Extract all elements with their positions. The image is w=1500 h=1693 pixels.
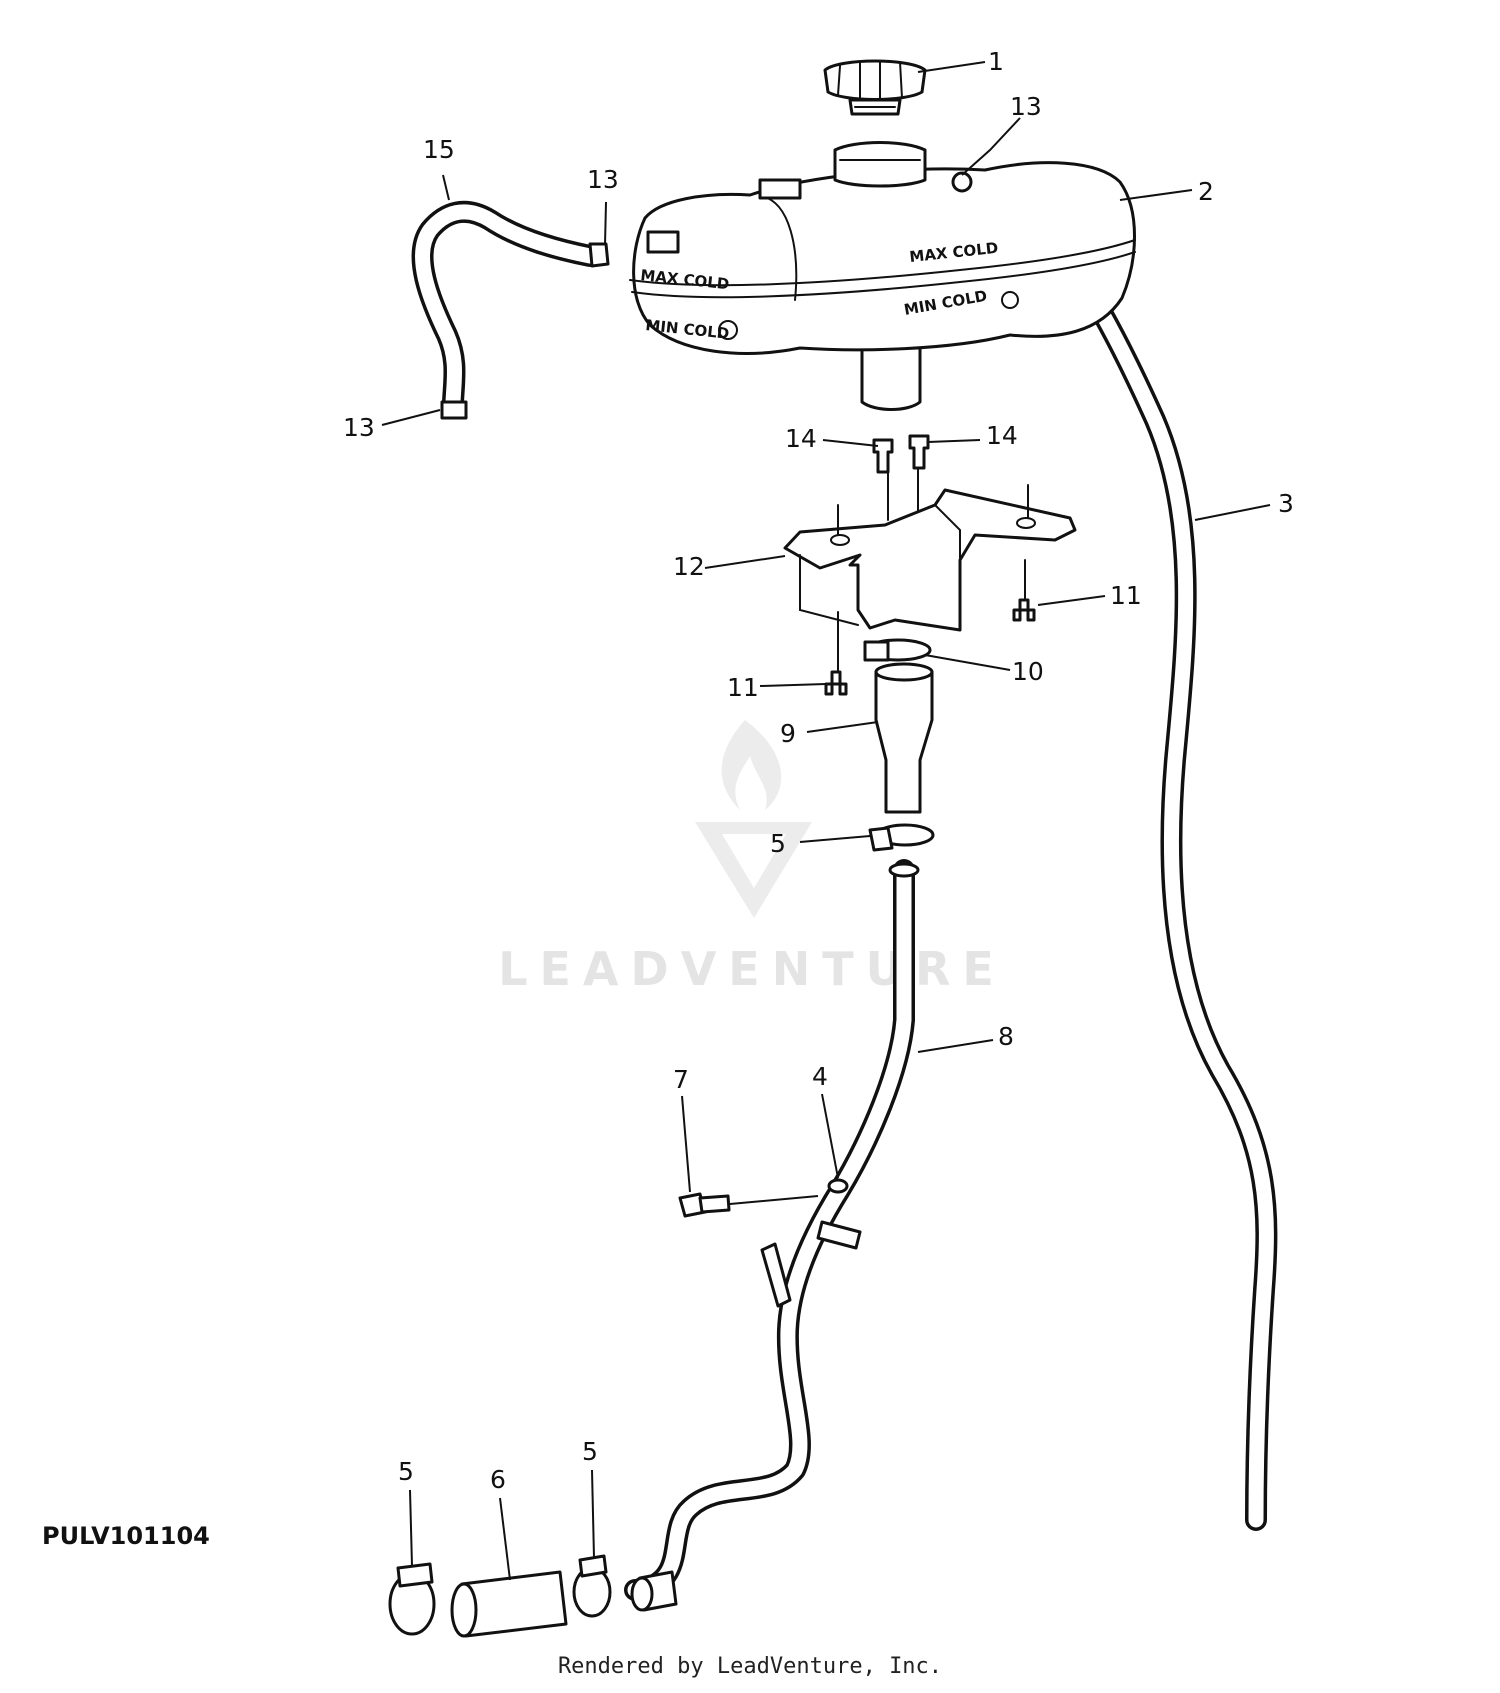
hose-clamp-middle	[868, 823, 935, 852]
small-hose-clamps	[951, 171, 973, 193]
callout-11-right: 11	[1110, 581, 1142, 610]
watermark-text: LEADVENTURE	[498, 942, 1006, 996]
vent-hose-end-clamp	[440, 400, 468, 420]
reducer-hose	[874, 662, 934, 814]
callout-6: 6	[490, 1465, 506, 1494]
bolt-left	[872, 438, 894, 474]
reservoir-body	[632, 161, 1136, 355]
tube-clip	[816, 1220, 862, 1250]
callout-13-top-left: 13	[587, 165, 619, 194]
connector-hose	[460, 1570, 568, 1638]
callout-7: 7	[673, 1065, 689, 1094]
bracket-bolt-right	[1012, 598, 1036, 622]
hose-clamp-upper	[863, 638, 932, 662]
footer-credit: Rendered by LeadVenture, Inc.	[557, 1654, 943, 1679]
tube-mount-tab	[760, 1242, 792, 1308]
callout-14-right: 14	[986, 421, 1018, 450]
coolant-tube	[624, 859, 920, 1601]
callout-2: 2	[1198, 177, 1214, 206]
reservoir-outlet-neck	[860, 338, 922, 411]
callout-12: 12	[673, 552, 705, 581]
vent-hose	[411, 200, 610, 420]
callout-14-left: 14	[785, 424, 817, 453]
callout-9: 9	[780, 719, 796, 748]
lower-hose-assembly	[388, 1554, 678, 1638]
reservoir-top-nipple	[646, 230, 680, 254]
callout-1: 1	[988, 47, 1004, 76]
bracket-bolt-left	[824, 670, 848, 696]
reservoir-filler-neck	[833, 141, 927, 188]
vent-hose-tank-clamp	[588, 242, 610, 268]
watermark: LEADVENTURE	[498, 720, 1006, 996]
reservoir-bracket	[783, 484, 1077, 632]
callout-15: 15	[423, 135, 455, 164]
callout-3: 3	[1278, 489, 1294, 518]
watermark-flame-icon	[721, 720, 782, 810]
overflow-hose	[984, 176, 1278, 1531]
tube-bolt	[678, 1192, 731, 1218]
mount-bolts	[872, 434, 930, 521]
callouts: 1 2 3 4 5 5 5 6 7 8 9 10 11 11 12 13 13 …	[343, 47, 1294, 1494]
diagram-id: PULV101104	[42, 1522, 210, 1550]
callout-5-middle: 5	[770, 829, 786, 858]
coolant-reservoir: MAX COLD MAX COLD MIN COLD MIN COLD	[629, 141, 1136, 411]
callout-4: 4	[812, 1062, 828, 1091]
reservoir-seam	[629, 239, 1136, 287]
callout-11-left: 11	[727, 673, 759, 702]
callout-10: 10	[1012, 657, 1044, 686]
callout-13-top-right: 13	[1010, 92, 1042, 121]
watermark-v-icon	[695, 822, 812, 918]
callout-8: 8	[998, 1022, 1014, 1051]
bracket-bolts	[824, 598, 1036, 696]
callout-5-lower-right: 5	[582, 1437, 598, 1466]
callout-13-vent-end: 13	[343, 413, 375, 442]
bolt-right	[908, 434, 930, 470]
leader-lines	[381, 61, 1271, 1581]
callout-5-lower-left: 5	[398, 1457, 414, 1486]
radiator-cap	[823, 59, 927, 116]
clamp-tank-top	[951, 171, 973, 193]
